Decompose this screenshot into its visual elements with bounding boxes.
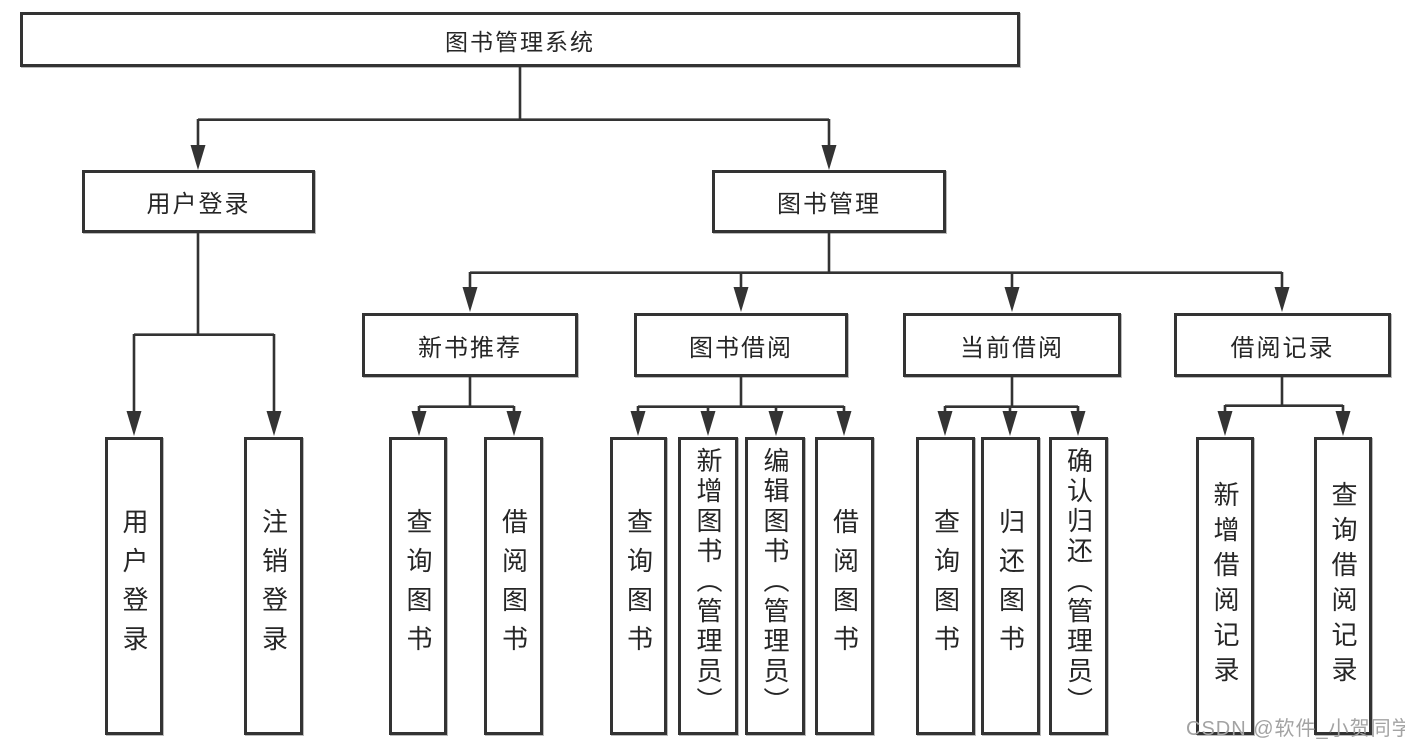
leaf-return-books: 归还图书 [981, 437, 1040, 735]
node-label: 归还图书 [995, 508, 1026, 664]
leaf-user-login: 用户登录 [105, 437, 163, 735]
node-label: 编辑图书（管理员） [760, 447, 790, 717]
leaf-add-borrow-record: 新增借阅记录 [1196, 437, 1254, 735]
node-borrow-records: 借阅记录 [1174, 313, 1391, 377]
node-book-borrow: 图书借阅 [634, 313, 848, 377]
node-label: 图书管理 [777, 191, 881, 218]
leaf-add-books-admin: 新增图书（管理员） [678, 437, 738, 735]
node-label: 用户登录 [119, 508, 149, 664]
node-label: 图书管理系统 [445, 28, 595, 55]
node-label: 借阅记录 [1230, 334, 1335, 362]
node-label: 借阅图书 [829, 508, 860, 664]
node-label: 新书推荐 [418, 334, 522, 362]
leaf-borrow-books: 借阅图书 [815, 437, 874, 735]
node-label: 图书借阅 [689, 334, 793, 362]
node-new-book-recommend: 新书推荐 [362, 313, 578, 377]
node-label: 当前借阅 [960, 334, 1064, 362]
csdn-watermark: CSDN @软件_小贺同学 [1186, 718, 1405, 740]
node-label: 查询借阅记录 [1328, 481, 1358, 691]
leaf-query-books-borrow: 查询图书 [610, 437, 667, 735]
node-book-management: 图书管理 [712, 170, 946, 233]
node-label: 查询图书 [623, 508, 654, 664]
leaf-confirm-return-admin: 确认归还（管理员） [1049, 437, 1108, 735]
leaf-query-books-recommend: 查询图书 [389, 437, 447, 735]
leaf-query-books-current: 查询图书 [916, 437, 975, 735]
node-current-borrow: 当前借阅 [903, 313, 1121, 377]
leaf-edit-books-admin: 编辑图书（管理员） [745, 437, 805, 735]
node-label: 查询图书 [403, 508, 433, 664]
node-label: 查询图书 [930, 508, 961, 664]
leaf-query-borrow-record: 查询借阅记录 [1314, 437, 1372, 735]
node-system-root: 图书管理系统 [20, 12, 1020, 67]
node-label: 确认归还（管理员） [1063, 447, 1094, 717]
node-label: 借阅图书 [498, 508, 529, 664]
node-user-login: 用户登录 [82, 170, 315, 233]
node-label: 用户登录 [146, 191, 251, 218]
leaf-logout: 注销登录 [244, 437, 303, 735]
node-label: 新增图书（管理员） [693, 447, 723, 717]
leaf-borrow-books-recommend: 借阅图书 [484, 437, 543, 735]
node-label: 注销登录 [258, 508, 289, 664]
node-label: 新增借阅记录 [1210, 481, 1240, 691]
